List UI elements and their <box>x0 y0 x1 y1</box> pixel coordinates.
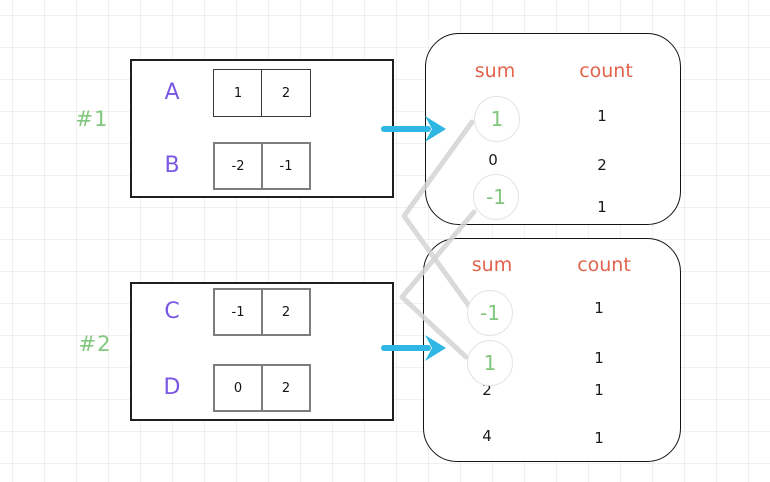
result-1-row-3-count: 1 <box>597 198 607 216</box>
result-1-sum-header: sum <box>474 60 516 82</box>
sum-value: -1 <box>486 185 506 209</box>
result-1-count-header: count <box>579 60 633 82</box>
result-2-sum-header: sum <box>471 254 513 276</box>
array-c-cell-0: -1 <box>213 288 263 336</box>
result-2-count-header: count <box>577 254 631 276</box>
result-2-row-1-count: 1 <box>594 299 604 317</box>
result-2-row-1-sum-highlight: -1 <box>467 290 513 336</box>
array-b-cell-1: -1 <box>261 142 311 190</box>
result-1-row-2-sum: 0 <box>488 151 498 169</box>
result-2-row-2-sum-highlight: 1 <box>467 340 513 386</box>
sum-value: 1 <box>483 351 497 375</box>
result-2-row-4-sum: 4 <box>482 427 492 445</box>
array-a-cell-1: 2 <box>261 69 311 117</box>
sum-value: -1 <box>480 301 500 325</box>
group-1-tag: #1 <box>75 107 109 131</box>
group-2-tag: #2 <box>78 332 112 356</box>
array-c-label: C <box>164 299 180 324</box>
result-1-row-1-count: 1 <box>597 107 607 125</box>
result-1-row-2-count: 2 <box>597 156 607 174</box>
result-2-row-4-count: 1 <box>594 429 604 447</box>
array-d-cell-0: 0 <box>213 364 263 412</box>
array-b-cell-0: -2 <box>213 142 263 190</box>
array-b-label: B <box>164 153 180 178</box>
array-a-cell-0: 1 <box>213 69 263 117</box>
result-1-row-3-sum-highlight: -1 <box>473 174 519 220</box>
array-a-label: A <box>164 80 180 105</box>
sum-value: 1 <box>490 107 504 131</box>
result-1-row-1-sum-highlight: 1 <box>474 96 520 142</box>
result-2-row-3-sum: 2 <box>482 381 492 399</box>
result-2-row-2-count: 1 <box>594 349 604 367</box>
array-c-cell-1: 2 <box>261 288 311 336</box>
array-d-cell-1: 2 <box>261 364 311 412</box>
array-d-label: D <box>163 375 181 400</box>
result-2-row-3-count: 1 <box>594 381 604 399</box>
